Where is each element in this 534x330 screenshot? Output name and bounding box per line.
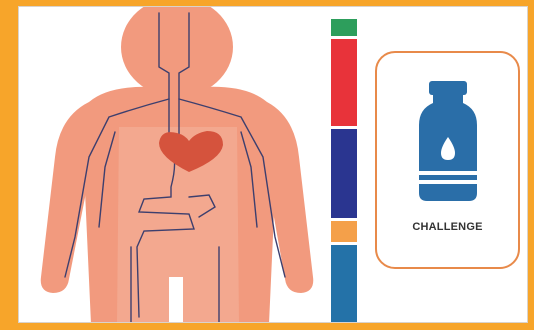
- right-arm: [265, 102, 313, 293]
- bottle-icon: [415, 81, 481, 201]
- bar-segment-blue: [331, 245, 357, 323]
- illustration-panel: CHALLENGE: [18, 6, 528, 323]
- human-body-figure: [19, 7, 319, 323]
- left-arm: [41, 102, 91, 293]
- challenge-card[interactable]: CHALLENGE: [375, 51, 520, 269]
- bar-segment-red: [331, 39, 357, 126]
- challenge-label: CHALLENGE: [377, 221, 518, 233]
- bar-segment-navy: [331, 129, 357, 218]
- bar-segment-green: [331, 19, 357, 36]
- bar-segment-orange: [331, 221, 357, 242]
- color-level-bar: [331, 19, 357, 319]
- leg-gap: [169, 277, 183, 323]
